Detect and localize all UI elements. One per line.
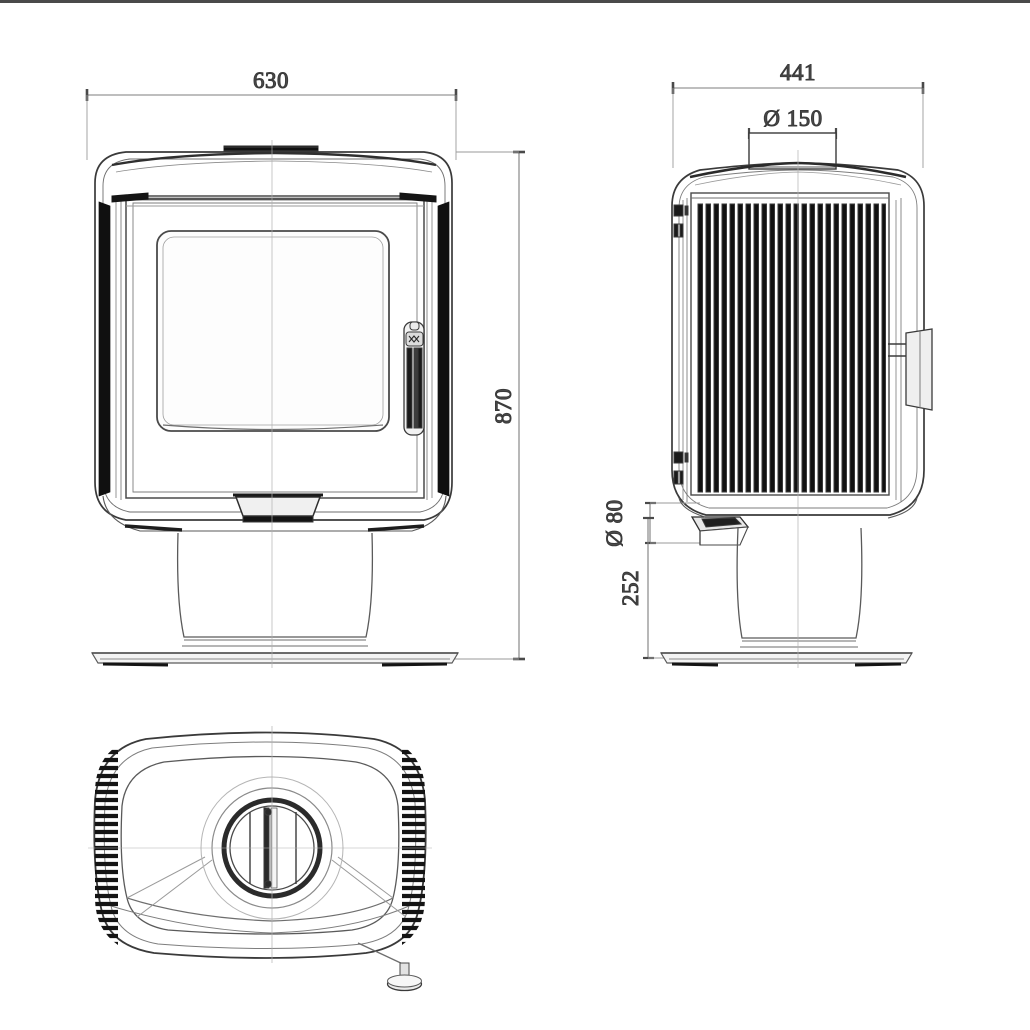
front-door-frame: [125, 195, 425, 499]
side-fin-array: [697, 203, 886, 493]
front-left-trim: [98, 198, 122, 500]
top-view-group: [88, 726, 432, 992]
front-bottom-air-inlet: [233, 493, 323, 523]
front-bottom-shell: [102, 495, 447, 532]
dimension-252-label: 252: [618, 570, 643, 606]
top-inner-shell: [120, 755, 400, 935]
front-pedestal-column: [176, 532, 374, 647]
front-left-top-tab: [111, 192, 149, 203]
dimension-630-label: 630: [253, 68, 289, 93]
front-glass-window: [156, 230, 390, 432]
side-left-edge-lines: [682, 198, 688, 502]
side-bottom-shell: [678, 497, 918, 519]
front-base-plate: [90, 652, 460, 667]
dimension-air-80-label: Ø 80: [602, 499, 627, 546]
dimension-air-80: Ø 80: [602, 499, 700, 547]
side-air-inlet-spout: [690, 516, 750, 546]
front-view-group: 630 870: [85, 68, 525, 668]
dimension-flue-150: Ø 150: [747, 106, 838, 139]
side-view-group: 441 Ø 150: [602, 60, 933, 668]
front-right-top-tab: [399, 192, 437, 203]
sheet-top-rule: [0, 0, 1030, 3]
top-outer-shell: [93, 731, 427, 959]
dimension-flue-150-label: Ø 150: [763, 106, 822, 131]
front-right-trim: [426, 198, 450, 500]
top-bottom-band-2: [110, 905, 410, 934]
side-hinge-lower: [673, 451, 689, 485]
front-door-handle: [403, 321, 425, 436]
dimension-252: 252: [618, 516, 700, 660]
side-rear-handle: [888, 328, 933, 411]
dimension-870: 870: [420, 150, 525, 661]
side-pedestal-column: [736, 527, 863, 648]
dimension-870-label: 870: [491, 388, 516, 424]
dimension-441-label: 441: [780, 60, 816, 85]
top-air-control-knob: [357, 942, 423, 992]
side-right-edge-lines: [895, 198, 902, 502]
top-radial-lines: [126, 856, 407, 918]
dimension-441: 441: [671, 60, 925, 168]
front-top-flue-plate: [223, 145, 319, 153]
dimension-630: 630: [85, 68, 458, 160]
side-base-plate: [659, 652, 914, 667]
side-hinge-upper: [673, 204, 689, 238]
side-body-shell: [671, 161, 925, 516]
